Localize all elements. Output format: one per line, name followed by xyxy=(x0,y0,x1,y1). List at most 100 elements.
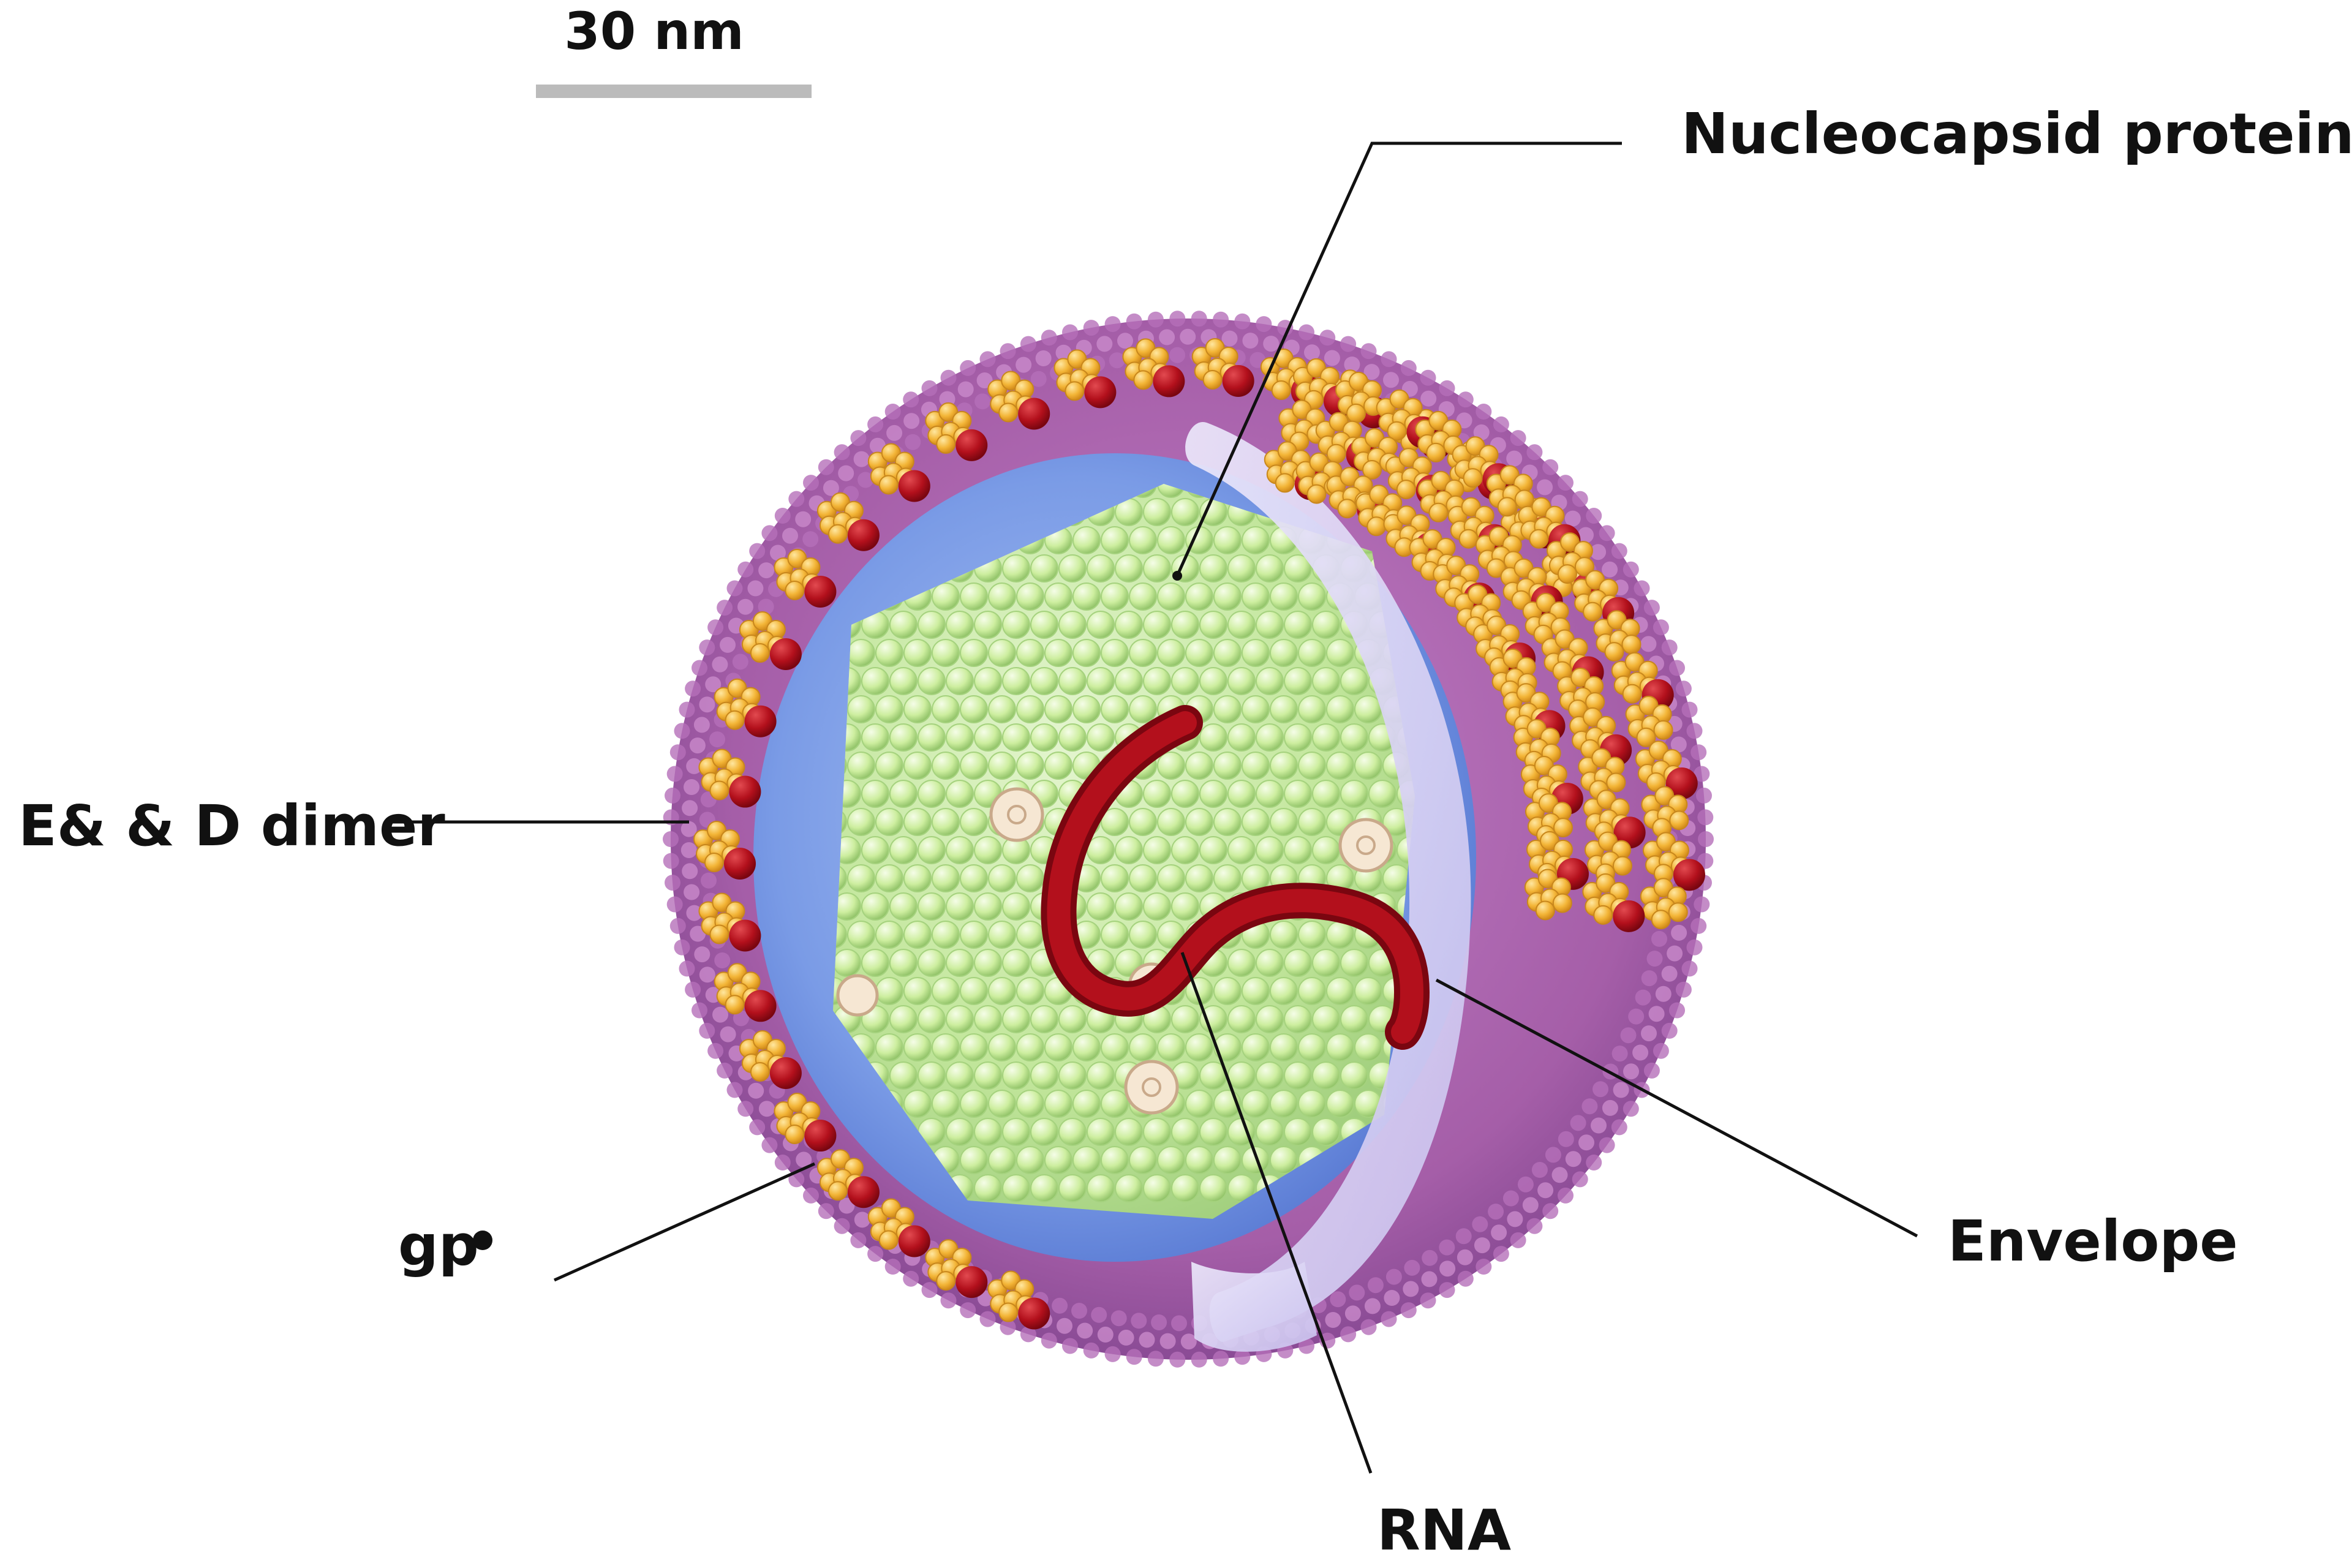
capsid-bead xyxy=(1213,639,1242,667)
membrane-bead xyxy=(940,369,957,386)
capsid-bead xyxy=(1340,1061,1368,1090)
capsid-bead xyxy=(1284,1061,1312,1090)
membrane-bead xyxy=(886,424,903,441)
capsid-bead xyxy=(1101,526,1129,554)
membrane-bead xyxy=(1599,525,1615,541)
membrane-bead xyxy=(1611,1046,1628,1062)
capsid-bead xyxy=(903,639,932,667)
capsid-bead xyxy=(1115,892,1143,921)
membrane-bead xyxy=(1648,1006,1665,1022)
glycoprotein-core xyxy=(769,638,802,671)
capsid-ring xyxy=(989,787,1044,842)
capsid-bead xyxy=(1157,864,1185,892)
capsid-bead xyxy=(1326,1090,1354,1118)
capsid-bead xyxy=(1030,1061,1058,1090)
glycoprotein-spike xyxy=(1584,831,1632,883)
capsid-bead xyxy=(1298,695,1326,723)
glycoprotein-spike xyxy=(816,1149,880,1208)
glycoprotein-spike xyxy=(1486,465,1534,517)
membrane-bead xyxy=(1476,1259,1492,1275)
membrane-bead xyxy=(689,737,706,754)
capsid-bead xyxy=(1312,667,1340,695)
capsid-bead xyxy=(903,752,932,780)
membrane-bead xyxy=(1632,1044,1649,1061)
membrane-bead xyxy=(1234,1349,1251,1365)
glycoprotein-subunit xyxy=(1529,529,1549,549)
capsid-bead xyxy=(1298,977,1326,1005)
capsid-bead xyxy=(1227,667,1256,695)
label-rna: RNA xyxy=(1377,1498,1511,1563)
glycoprotein-core xyxy=(1084,376,1117,409)
membrane-bead xyxy=(749,543,766,559)
capsid-bead xyxy=(1340,723,1368,752)
membrane-bead xyxy=(1493,416,1509,432)
leader-nucleocapsid-dot xyxy=(1172,571,1182,581)
capsid-bead xyxy=(1242,582,1270,611)
membrane-bead xyxy=(1653,619,1669,636)
capsid-bead xyxy=(1058,1005,1087,1033)
glycoprotein-subunit xyxy=(1604,642,1624,662)
membrane-bead xyxy=(884,404,901,420)
membrane-bead xyxy=(1510,1232,1526,1248)
capsid-bead xyxy=(889,667,918,695)
capsid-bead xyxy=(1087,892,1115,921)
capsid-bead xyxy=(1242,695,1270,723)
capsid-bead xyxy=(1016,582,1044,611)
leader-envelope xyxy=(1435,978,1918,1238)
membrane-bead xyxy=(834,1218,850,1234)
capsid-bead xyxy=(1185,864,1213,892)
capsid-ring xyxy=(1142,1077,1161,1097)
glycoprotein-spike xyxy=(925,402,988,461)
capsid-bead xyxy=(847,639,875,667)
capsid-bead xyxy=(1242,1146,1270,1174)
capsid-bead xyxy=(1185,752,1213,780)
capsid-bead xyxy=(1242,977,1270,1005)
capsid-bead xyxy=(889,836,918,864)
capsid-bead xyxy=(1284,780,1312,808)
capsid-bead xyxy=(974,1174,1002,1202)
membrane-bead xyxy=(663,853,679,869)
glycoprotein-spike xyxy=(693,821,756,880)
membrane-bead xyxy=(712,656,728,673)
membrane-bead xyxy=(665,787,680,804)
capsid-bead xyxy=(988,977,1016,1005)
glycoprotein-spike xyxy=(1642,832,1705,891)
capsid-bead xyxy=(974,611,1002,639)
capsid-bead xyxy=(1030,611,1058,639)
membrane-bead xyxy=(1599,1137,1615,1153)
capsid-bead xyxy=(1044,582,1072,611)
membrane-bead xyxy=(679,960,695,977)
membrane-bead xyxy=(1651,930,1667,947)
membrane-bead xyxy=(1640,636,1657,652)
membrane-bead xyxy=(1400,1302,1417,1319)
capsid-bead xyxy=(1298,1090,1326,1118)
capsid-bead xyxy=(1157,484,1185,498)
glycoprotein-subunit xyxy=(1463,468,1483,488)
membrane-bead xyxy=(1457,1270,1474,1287)
membrane-bead xyxy=(803,1187,819,1204)
leader-gp xyxy=(553,1162,816,1282)
capsid-bead xyxy=(1284,667,1312,695)
glycoprotein-subunit xyxy=(878,1230,899,1250)
capsid-bead xyxy=(1016,1090,1044,1118)
capsid-bead xyxy=(861,949,889,977)
glycoprotein-spike xyxy=(698,748,761,808)
capsid-bead xyxy=(1382,864,1411,892)
capsid-bead xyxy=(1270,752,1298,780)
membrane-bead xyxy=(701,872,717,889)
membrane-bead xyxy=(758,598,774,615)
glycoprotein-spike xyxy=(1569,707,1632,766)
capsid-bead xyxy=(903,695,932,723)
capsid-bead xyxy=(1270,1090,1298,1118)
membrane-bead xyxy=(720,636,736,653)
capsid-ring xyxy=(1007,805,1027,824)
capsid-bead xyxy=(1213,1033,1242,1061)
glycoprotein-subunit xyxy=(1337,499,1357,519)
capsid-bead xyxy=(1087,667,1115,695)
membrane-bead xyxy=(684,779,699,795)
capsid-bead xyxy=(833,921,847,949)
capsid-bead xyxy=(1016,1146,1044,1174)
membrane-bead xyxy=(761,1137,778,1153)
capsid-bead xyxy=(1157,1146,1185,1174)
capsid-bead xyxy=(1016,752,1044,780)
